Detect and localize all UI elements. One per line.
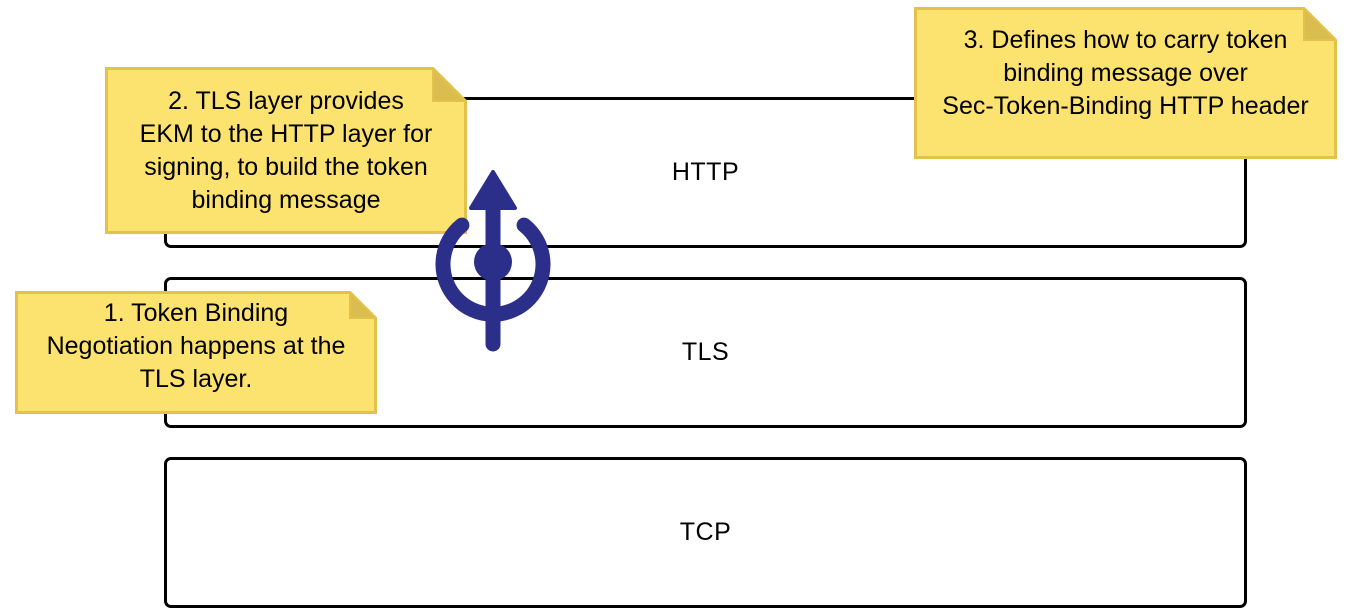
- note-3: 3. Defines how to carry token binding me…: [914, 7, 1337, 159]
- http-layer-label: HTTP: [671, 158, 740, 186]
- note-3-text: 3. Defines how to carry token binding me…: [942, 25, 1309, 120]
- tcp-layer: TCP: [164, 457, 1247, 608]
- tls-layer-label: TLS: [681, 338, 730, 366]
- note-2-text: 2. TLS layer provides EKM to the HTTP la…: [139, 86, 433, 214]
- token-binding-icon: [430, 166, 556, 361]
- note-2: 2. TLS layer provides EKM to the HTTP la…: [105, 67, 467, 234]
- tcp-layer-label: TCP: [679, 518, 732, 546]
- note-1: 1. Token Binding Negotiation happens at …: [15, 291, 377, 414]
- note-2-shape: [105, 67, 467, 234]
- note-1-text: 1. Token Binding Negotiation happens at …: [46, 299, 346, 393]
- note-3-shape: [914, 7, 1337, 159]
- note-1-shape: [15, 291, 377, 414]
